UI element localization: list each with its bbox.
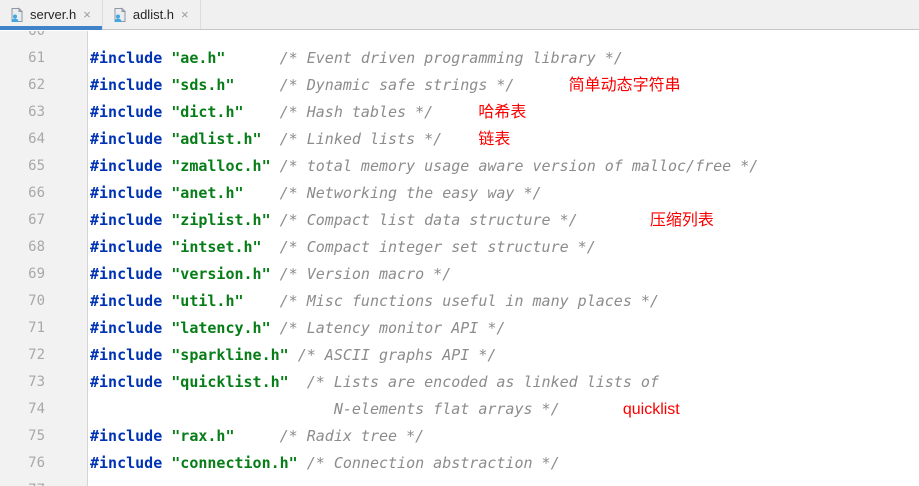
- code-text: #include "anet.h" /* Networking the easy…: [90, 184, 542, 202]
- code-text: N-elements flat arrays */ quicklist: [333, 400, 680, 418]
- line-number[interactable]: 63: [0, 99, 88, 126]
- line-number[interactable]: 72: [0, 342, 88, 369]
- code-text: #include "rax.h" /* Radix tree */: [90, 427, 425, 445]
- code-text: #include "ziplist.h" /* Compact list dat…: [90, 211, 714, 229]
- code-line[interactable]: 67#include "ziplist.h" /* Compact list d…: [0, 207, 919, 234]
- line-number[interactable]: 71: [0, 315, 88, 342]
- code-text: #include "util.h" /* Misc functions usef…: [90, 292, 659, 310]
- line-number[interactable]: 76: [0, 450, 88, 477]
- line-number[interactable]: 66: [0, 180, 88, 207]
- code-text: #include "ae.h" /* Event driven programm…: [90, 49, 623, 67]
- line-number[interactable]: 65: [0, 153, 88, 180]
- code-text: #include "dict.h" /* Hash tables */ 哈希表: [90, 103, 527, 121]
- code-line[interactable]: 64#include "adlist.h" /* Linked lists */…: [0, 126, 919, 153]
- line-number[interactable]: 73: [0, 369, 88, 396]
- header-file-icon: [11, 6, 24, 22]
- code-text: #include "sparkline.h" /* ASCII graphs A…: [90, 346, 497, 364]
- line-number[interactable]: 61: [0, 45, 88, 72]
- line-number[interactable]: 75: [0, 423, 88, 450]
- code-line[interactable]: 66#include "anet.h" /* Networking the ea…: [0, 180, 919, 207]
- code-line[interactable]: 74 N-elements flat arrays */ quicklist: [0, 396, 919, 423]
- code-text: #include "latency.h" /* Latency monitor …: [90, 319, 506, 337]
- editor-tab-bar: server.h × adlist.h ×: [0, 0, 919, 30]
- close-icon[interactable]: ×: [181, 7, 189, 22]
- tab-adlist-h[interactable]: adlist.h ×: [103, 0, 201, 29]
- header-file-icon: [114, 6, 127, 22]
- line-number[interactable]: 69: [0, 261, 88, 288]
- code-line[interactable]: 61#include "ae.h" /* Event driven progra…: [0, 45, 919, 72]
- code-line[interactable]: 71#include "latency.h" /* Latency monito…: [0, 315, 919, 342]
- code-text: #include "connection.h" /* Connection ab…: [90, 454, 560, 472]
- code-text: #include "version.h" /* Version macro */: [90, 265, 452, 283]
- code-text: #include "intset.h" /* Compact integer s…: [90, 238, 596, 256]
- code-line[interactable]: 65#include "zmalloc.h" /* total memory u…: [0, 153, 919, 180]
- code-text: #include "zmalloc.h" /* total memory usa…: [90, 157, 759, 175]
- code-line[interactable]: 70#include "util.h" /* Misc functions us…: [0, 288, 919, 315]
- code-text: [88, 477, 919, 486]
- code-line[interactable]: 75#include "rax.h" /* Radix tree */: [0, 423, 919, 450]
- code-line[interactable]: 72#include "sparkline.h" /* ASCII graphs…: [0, 342, 919, 369]
- code-text: #include "sds.h" /* Dynamic safe strings…: [90, 76, 681, 94]
- line-number[interactable]: 62: [0, 72, 88, 99]
- code-text: [88, 31, 919, 45]
- code-line[interactable]: 60: [0, 31, 919, 45]
- line-number[interactable]: 68: [0, 234, 88, 261]
- line-number[interactable]: 67: [0, 207, 88, 234]
- tab-label: server.h: [30, 7, 77, 22]
- line-number[interactable]: 64: [0, 126, 88, 153]
- close-icon[interactable]: ×: [83, 7, 91, 22]
- code-line[interactable]: 68#include "intset.h" /* Compact integer…: [0, 234, 919, 261]
- line-number[interactable]: 60: [0, 31, 88, 45]
- code-text: #include "adlist.h" /* Linked lists */ 链…: [90, 130, 511, 148]
- code-line[interactable]: 62#include "sds.h" /* Dynamic safe strin…: [0, 72, 919, 99]
- code-text: #include "quicklist.h" /* Lists are enco…: [90, 373, 659, 391]
- line-number[interactable]: 74: [0, 396, 88, 423]
- code-line[interactable]: 63#include "dict.h" /* Hash tables */ 哈希…: [0, 99, 919, 126]
- tab-label: adlist.h: [132, 7, 175, 22]
- code-line[interactable]: 73#include "quicklist.h" /* Lists are en…: [0, 369, 919, 396]
- code-line[interactable]: 76#include "connection.h" /* Connection …: [0, 450, 919, 477]
- line-number[interactable]: 70: [0, 288, 88, 315]
- code-line[interactable]: 69#include "version.h" /* Version macro …: [0, 261, 919, 288]
- tab-server-h[interactable]: server.h ×: [0, 0, 103, 30]
- line-number[interactable]: 77: [0, 477, 88, 486]
- code-line[interactable]: 77: [0, 477, 919, 486]
